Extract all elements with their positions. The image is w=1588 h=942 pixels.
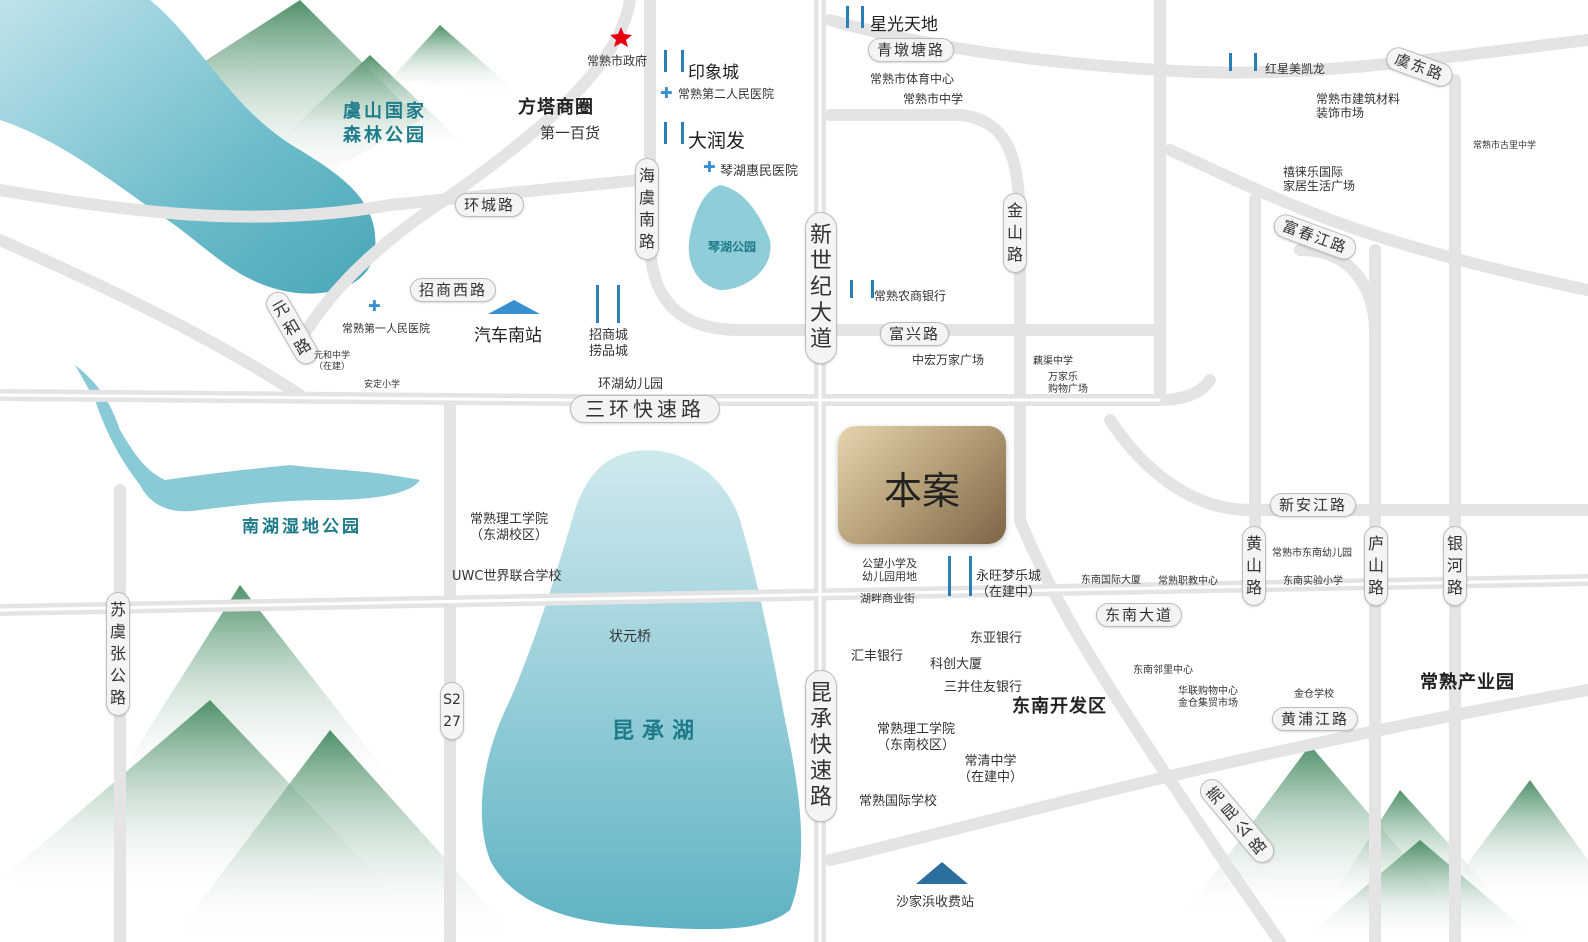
qinhu-park-label: 琴湖公园 [708, 240, 757, 254]
road-dongnan-ave: 东南大道 [1096, 603, 1183, 627]
poi-hongxing: 红星美凯龙 [1265, 62, 1326, 76]
building-icon [664, 50, 684, 72]
poi-yinxiang: 印象城 [688, 63, 739, 83]
poi-darunfa: 大润发 [688, 130, 746, 152]
poi-dongnan-intl: 东南国际大厦 [1081, 575, 1141, 586]
road-huangpujiang: 黄浦江路 [1272, 707, 1359, 731]
poi-yongwang: 永旺梦乐城 （在建中） [976, 569, 1042, 600]
government-star-icon [610, 27, 632, 47]
poi-dongnan-sy: 东南实验小学 [1283, 576, 1343, 587]
hospital-icon: ✚ [368, 297, 381, 315]
poi-xingguang: 星光天地 [870, 15, 938, 35]
road-huangshan: 黄山路 [1242, 526, 1266, 606]
poi-hualian: 华联购物中心 金仓集贸市场 [1178, 686, 1238, 709]
poi-wanjiale: 万家乐 购物广场 [1048, 372, 1088, 395]
poi-qinhu-hosp: 琴湖惠民医院 [720, 164, 799, 179]
poi-hosp1: 常熟第一人民医院 [342, 322, 430, 335]
poi-ligong-east: 常熟理工学院 （东湖校区） [470, 512, 549, 543]
poi-hupan: 湖畔商业街 [860, 592, 915, 605]
kuncheng-lake-label: 昆承湖 [612, 719, 703, 744]
poi-dept1: 第一百货 [540, 124, 601, 142]
road-suyuzhang: 苏虞张公路 [106, 592, 130, 716]
poi-intl-school: 常熟国际学校 [859, 794, 938, 809]
poi-guli: 常熟市古里中学 [1473, 141, 1537, 151]
road-jinshan: 金山路 [1003, 193, 1027, 273]
poi-dongya: 东亚银行 [970, 631, 1023, 646]
poi-middle: 常熟市中学 [903, 92, 964, 106]
building-icon [846, 6, 864, 28]
poi-zhonghong: 中宏万家广场 [912, 353, 985, 367]
building-icon [850, 280, 874, 298]
poi-huifeng: 汇丰银行 [851, 649, 904, 664]
poi-yuanhe-school: 元和中学 （在建） [314, 351, 351, 372]
poi-gov: 常熟市政府 [587, 54, 648, 68]
project-location-marker[interactable]: 本案 [838, 426, 1006, 544]
toll-station-icon [916, 862, 968, 884]
poi-xiyue: 禧徕乐国际 家居生活广场 [1283, 165, 1356, 193]
poi-huanhu-kg: 环湖幼儿园 [598, 377, 664, 392]
poi-yiqu: 藕渠中学 [1033, 356, 1073, 367]
road-huancheng: 环城路 [455, 193, 525, 217]
road-zhaoshang-west: 招商西路 [410, 278, 497, 302]
building-icon [664, 122, 684, 144]
road-lushan: 庐山路 [1364, 526, 1388, 606]
poi-keji: 科创大厦 [930, 657, 983, 672]
project-label: 本案 [883, 469, 960, 513]
road-s227: S227 [440, 682, 464, 740]
chanye-area-label: 常熟产业园 [1420, 672, 1515, 693]
poi-zhuangyuan: 状元桥 [609, 629, 651, 645]
road-xinanjiang: 新安江路 [1270, 493, 1357, 517]
building-icon [596, 285, 620, 323]
road-qingdun: 青墩塘路 [868, 38, 955, 62]
road-kuncheng-exp: 昆承快速路 [805, 670, 837, 822]
poi-gongwang: 公望小学及 幼儿园用地 [862, 557, 917, 583]
hospital-icon: ✚ [660, 84, 673, 102]
road-haiyu-south: 海虞南路 [635, 158, 659, 260]
hospital-icon: ✚ [703, 158, 716, 176]
poi-sports: 常熟市体育中心 [870, 72, 955, 86]
poi-uwc: UWC世界联合学校 [452, 569, 562, 584]
dongnan-area-label: 东南开发区 [1012, 696, 1107, 717]
road-yinhe: 银河路 [1443, 526, 1467, 606]
poi-jiancai: 常熟市建筑材料 装饰市场 [1316, 92, 1401, 120]
poi-anding: 安定小学 [364, 380, 401, 390]
poi-changqing: 常清中学 （在建中） [958, 754, 1024, 785]
poi-bus: 汽车南站 [474, 326, 542, 346]
poi-nongshang: 常熟农商银行 [874, 289, 947, 303]
poi-zhijiao: 常熟职教中心 [1158, 576, 1218, 587]
building-icon [1229, 53, 1257, 71]
poi-zhaoshangcheng: 招商城 捞品城 [589, 328, 629, 359]
poi-sanjing: 三井住友银行 [944, 680, 1023, 695]
poi-ligong-se: 常熟理工学院 （东南校区） [877, 722, 956, 753]
nanhu-wetland-label: 南湖湿地公园 [242, 517, 362, 537]
station-roof-icon [488, 300, 540, 314]
poi-linli: 东南邻里中心 [1133, 665, 1193, 676]
poi-hosp2: 常熟第二人民医院 [678, 87, 775, 101]
building-icon [948, 556, 972, 596]
fangta-area-label: 方塔商圈 [518, 97, 594, 118]
road-fuxing: 富兴路 [880, 322, 950, 346]
poi-dongnan-kg: 常熟市东南幼儿园 [1272, 548, 1352, 559]
road-xinshiji: 新世纪大道 [805, 212, 837, 364]
road-sanhuan: 三环快速路 [570, 395, 720, 423]
poi-toll: 沙家浜收费站 [896, 895, 975, 910]
yushan-park-label: 虞山国家 森林公园 [343, 101, 427, 146]
poi-jincang: 金仓学校 [1294, 689, 1334, 700]
